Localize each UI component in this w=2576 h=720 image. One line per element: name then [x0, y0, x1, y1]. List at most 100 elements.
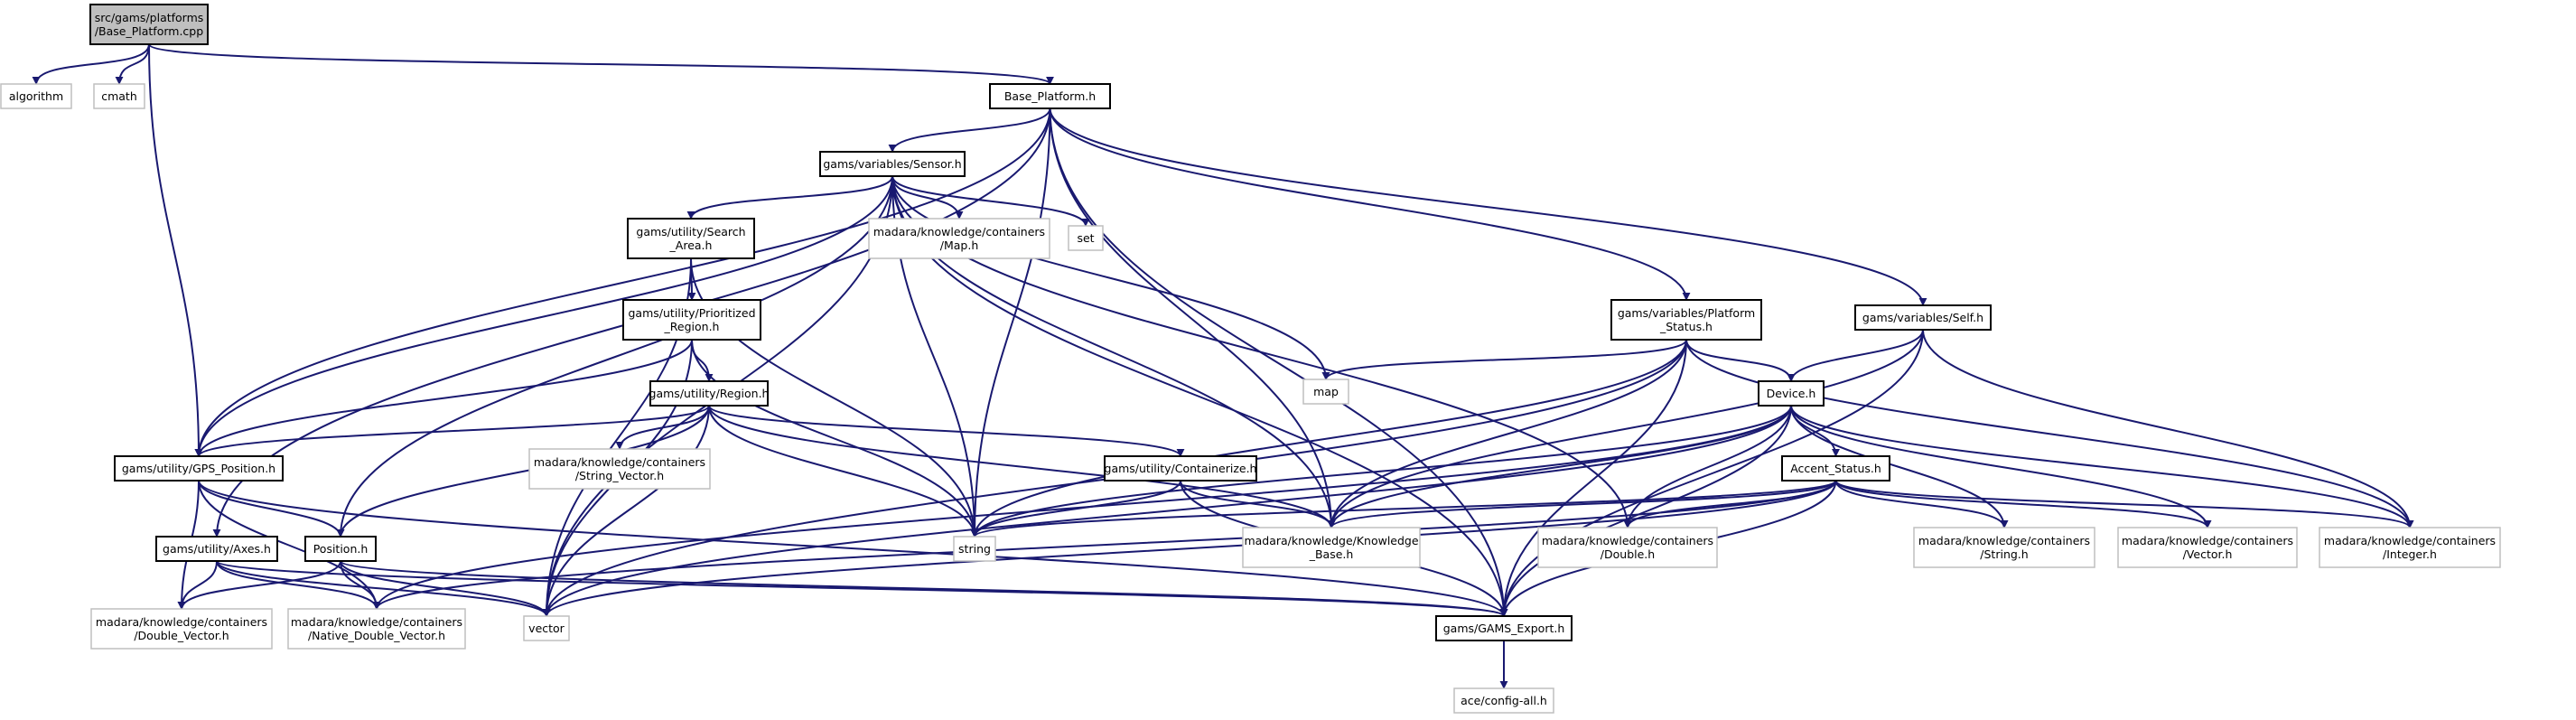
node-label-prioritized-region-h: gams/utility/Prioritized: [629, 306, 756, 320]
edge-accent-status-h-to-vector-h: [1834, 480, 2212, 528]
node-label-string: string: [958, 542, 991, 556]
node-label-vector-h: /Vector.h: [2183, 547, 2233, 561]
node-box-vector: [523, 615, 570, 641]
node-box-knowledge-base-h: [1242, 527, 1421, 568]
edge-platform-status-h-to-string: [970, 339, 1687, 538]
node-map[interactable]: map: [1302, 379, 1349, 405]
edge-region-h-to-containerize-h: [708, 405, 1185, 457]
node-native-double-vector-h[interactable]: madara/knowledge/containers/Native_Doubl…: [287, 608, 466, 650]
node-label-position-h: Position.h: [313, 542, 369, 556]
node-box-algorithm: [0, 83, 72, 109]
edge-device-h-to-string-h: [1790, 405, 2009, 528]
edge-device-h-to-accent-status-h: [1790, 405, 1840, 457]
node-box-platform-status-h: [1610, 299, 1762, 341]
node-box-integer-h: [2319, 527, 2501, 568]
node-box-set: [1068, 225, 1104, 251]
node-label-integer-h: /Integer.h: [2383, 547, 2437, 561]
node-label-cmath: cmath: [101, 89, 137, 103]
node-string[interactable]: string: [953, 536, 996, 562]
node-label-map-h: madara/knowledge/containers: [873, 225, 1045, 238]
edge-axes-h-to-native-double-vector-h: [216, 560, 381, 610]
edge-device-h-to-gams-export-h: [1499, 405, 1792, 617]
node-box-map-h: [868, 218, 1050, 259]
node-vector[interactable]: vector: [523, 615, 570, 641]
node-self-h[interactable]: gams/variables/Self.h: [1854, 304, 1992, 331]
node-box-base-platform-cpp: [89, 4, 209, 45]
edge-gps-position-h-to-position-h: [198, 480, 345, 538]
node-label-knowledge-base-h: _Base.h: [1309, 547, 1354, 561]
node-label-device-h: Device.h: [1767, 387, 1816, 400]
node-map-h[interactable]: madara/knowledge/containers/Map.h: [868, 218, 1050, 259]
edge-sensor-h-to-search-area-h: [686, 175, 893, 220]
node-device-h[interactable]: Device.h: [1758, 380, 1825, 407]
node-accent-status-h[interactable]: Accent_Status.h: [1781, 455, 1890, 482]
node-sensor-h[interactable]: gams/variables/Sensor.h: [819, 151, 966, 177]
node-base-platform-cpp[interactable]: src/gams/platforms/Base_Platform.cpp: [89, 4, 209, 45]
edge-base-platform-h-to-platform-status-h: [1049, 108, 1691, 301]
node-label-string-vector-h: madara/knowledge/containers: [534, 455, 705, 469]
node-algorithm[interactable]: algorithm: [0, 83, 72, 109]
edge-accent-status-h-to-native-double-vector-h: [372, 480, 1837, 610]
node-label-platform-status-h: gams/variables/Platform: [1618, 306, 1755, 320]
node-label-vector-h: madara/knowledge/containers: [2122, 534, 2293, 547]
node-double-vector-h[interactable]: madara/knowledge/containers/Double_Vecto…: [90, 608, 273, 650]
node-base-platform-h[interactable]: Base_Platform.h: [989, 83, 1111, 109]
node-label-search-area-h: gams/utility/Search: [636, 225, 745, 238]
node-prioritized-region-h[interactable]: gams/utility/Prioritized_Region.h: [622, 299, 761, 341]
node-string-h[interactable]: madara/knowledge/containers/String.h: [1913, 527, 2095, 568]
node-axes-h[interactable]: gams/utility/Axes.h: [155, 536, 278, 562]
node-box-search-area-h: [627, 218, 755, 259]
edge-base-platform-h-to-self-h: [1049, 108, 1927, 306]
node-label-double-vector-h: /Double_Vector.h: [134, 629, 229, 642]
node-box-vector-h: [2117, 527, 2298, 568]
node-label-accent-status-h: Accent_Status.h: [1790, 462, 1881, 475]
node-containerize-h[interactable]: gams/utility/Containerize.h: [1104, 455, 1257, 482]
edge-device-h-to-string: [970, 405, 1792, 538]
node-set[interactable]: set: [1068, 225, 1104, 251]
node-label-config-all-h: ace/config-all.h: [1461, 694, 1547, 707]
edge-platform-status-h-to-device-h: [1685, 339, 1796, 382]
node-box-native-double-vector-h: [287, 608, 466, 650]
node-box-map: [1302, 379, 1349, 405]
node-region-h[interactable]: gams/utility/Region.h: [649, 380, 770, 407]
edge-sensor-h-to-map: [891, 175, 1330, 380]
node-integer-h[interactable]: madara/knowledge/containers/Integer.h: [2319, 527, 2501, 568]
node-string-vector-h[interactable]: madara/knowledge/containers/String_Vecto…: [528, 448, 711, 490]
edge-layer: [32, 43, 2414, 689]
edge-accent-status-h-to-integer-h: [1834, 480, 2414, 528]
edge-position-h-to-gams-export-h: [340, 560, 1508, 617]
node-position-h[interactable]: Position.h: [304, 536, 377, 562]
edge-base-platform-h-to-string: [970, 108, 1051, 538]
node-cmath[interactable]: cmath: [93, 83, 145, 109]
node-box-position-h: [304, 536, 377, 562]
edge-platform-status-h-to-integer-h: [1685, 339, 2414, 528]
node-label-vector: vector: [528, 622, 565, 635]
edge-accent-status-h-to-string: [970, 480, 1837, 538]
node-label-gams-export-h: gams/GAMS_Export.h: [1443, 622, 1565, 635]
edge-platform-status-h-to-map: [1321, 339, 1687, 380]
edge-containerize-h-to-string: [970, 480, 1181, 538]
node-label-string-h: /String.h: [1980, 547, 2028, 561]
edge-base-platform-h-to-gams-export-h: [1049, 108, 1508, 617]
node-label-native-double-vector-h: madara/knowledge/containers: [291, 615, 462, 629]
node-box-device-h: [1758, 380, 1825, 407]
edge-sensor-h-to-map-h: [891, 175, 964, 220]
node-label-prioritized-region-h: _Region.h: [664, 320, 720, 333]
node-search-area-h[interactable]: gams/utility/Search_Area.h: [627, 218, 755, 259]
edge-self-h-to-integer-h: [1922, 329, 2414, 528]
node-double-h[interactable]: madara/knowledge/containers/Double.h: [1537, 527, 1718, 568]
node-label-native-double-vector-h: /Native_Double_Vector.h: [308, 629, 445, 642]
node-gams-export-h[interactable]: gams/GAMS_Export.h: [1435, 615, 1573, 641]
node-label-region-h: gams/utility/Region.h: [649, 387, 770, 400]
node-box-config-all-h: [1453, 687, 1554, 714]
node-knowledge-base-h[interactable]: madara/knowledge/Knowledge_Base.h: [1242, 527, 1421, 568]
node-platform-status-h[interactable]: gams/variables/Platform_Status.h: [1610, 299, 1762, 341]
node-label-set: set: [1077, 231, 1094, 245]
node-gps-position-h[interactable]: gams/utility/GPS_Position.h: [114, 455, 284, 482]
node-label-axes-h: gams/utility/Axes.h: [163, 542, 271, 556]
node-config-all-h[interactable]: ace/config-all.h: [1453, 687, 1554, 714]
edge-base-platform-cpp-to-gps-position-h: [148, 43, 203, 457]
node-box-string-vector-h: [528, 448, 711, 490]
node-vector-h[interactable]: madara/knowledge/containers/Vector.h: [2117, 527, 2298, 568]
